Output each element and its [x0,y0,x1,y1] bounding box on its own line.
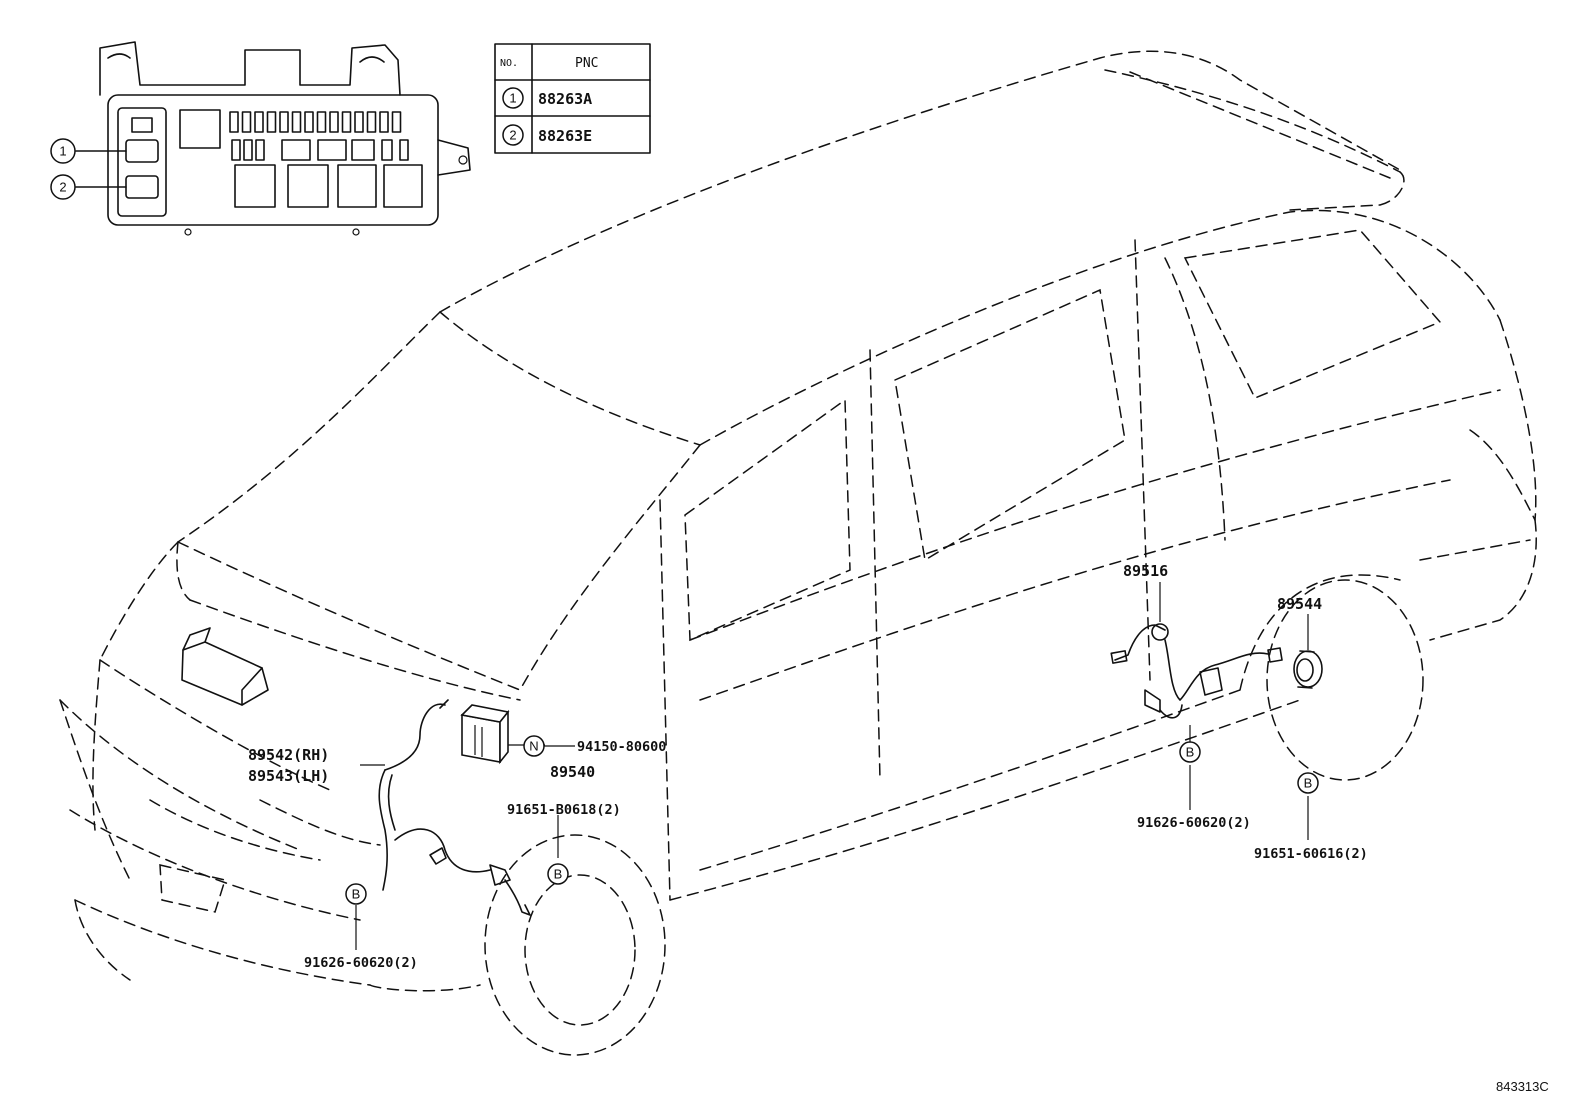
svg-text:1: 1 [59,144,66,159]
callout-2: 2 [50,174,127,200]
marker-b-front-left: B [345,883,367,905]
svg-text:N: N [529,739,538,754]
label-89542-rh: 89542(RH) [248,746,329,764]
pnc-row-1-no: 1 [509,91,516,106]
pnc-table-header-pnc: PNC [575,56,598,71]
fuse-slot [317,139,347,161]
fuse-slot [241,111,252,133]
fuse-slot [243,139,253,161]
fuse-slot [291,111,302,133]
fuse-slot [354,111,364,133]
svg-text:2: 2 [59,180,66,195]
callout-1: 1 [50,138,127,164]
fuse-slot [281,139,311,161]
pnc-table: NO. PNC 1 88263A 2 88263E [494,43,651,154]
fuse-slot [266,111,277,133]
fuse-slot [254,111,264,133]
svg-text:B: B [352,887,361,902]
marker-n: N [523,735,545,757]
abs-module-89540 [460,704,510,765]
fuse-slot [399,139,409,161]
fuse-slot [381,139,393,161]
vehicle-outline [59,50,1537,1056]
label-91651-60616: 91651-60616(2) [1254,846,1368,862]
marker-b-rear-2: B [1297,772,1319,794]
pnc-row-2-value: 88263E [538,127,592,145]
label-89540: 89540 [550,763,595,781]
label-89543-lh: 89543(LH) [248,767,329,785]
label-91626-60620-front: 91626-60620(2) [304,955,418,971]
fuse-slot [255,139,265,161]
fuse-slot [329,111,339,133]
leader-lines [355,582,1309,950]
fuse-slot [279,111,289,133]
fuse-slot [391,111,402,133]
fuse-slot [229,111,239,133]
svg-text:B: B [554,867,563,882]
pnc-table-header-no: NO. [500,58,518,69]
label-94150-80600: 94150-80600 [577,739,666,755]
figure-code: 843313C [1496,1079,1549,1094]
pnc-row-1-value: 88263A [538,90,592,108]
fuse-slot [351,139,375,161]
fuse-slot [304,111,314,133]
label-91651-b0618: 91651-B0618(2) [507,802,621,818]
fuse-slot [366,111,377,133]
rear-sensor-harness [1110,623,1283,719]
label-91626-60620-rear: 91626-60620(2) [1137,815,1251,831]
fuse-slot [341,111,352,133]
svg-text:B: B [1304,776,1313,791]
label-89516: 89516 [1123,562,1168,580]
relay-box-illustration [99,41,471,236]
label-89544: 89544 [1277,595,1322,613]
fuse-slot [379,111,389,133]
marker-b-rear-1: B [1179,741,1201,763]
fuse-slot [231,139,241,161]
front-sensor-harness [378,699,531,916]
fuse-slot [316,111,327,133]
marker-b-front-right: B [547,863,569,885]
pnc-row-2-no: 2 [509,128,516,143]
svg-text:B: B [1186,745,1195,760]
sensor-rotor-89544 [1293,650,1323,689]
